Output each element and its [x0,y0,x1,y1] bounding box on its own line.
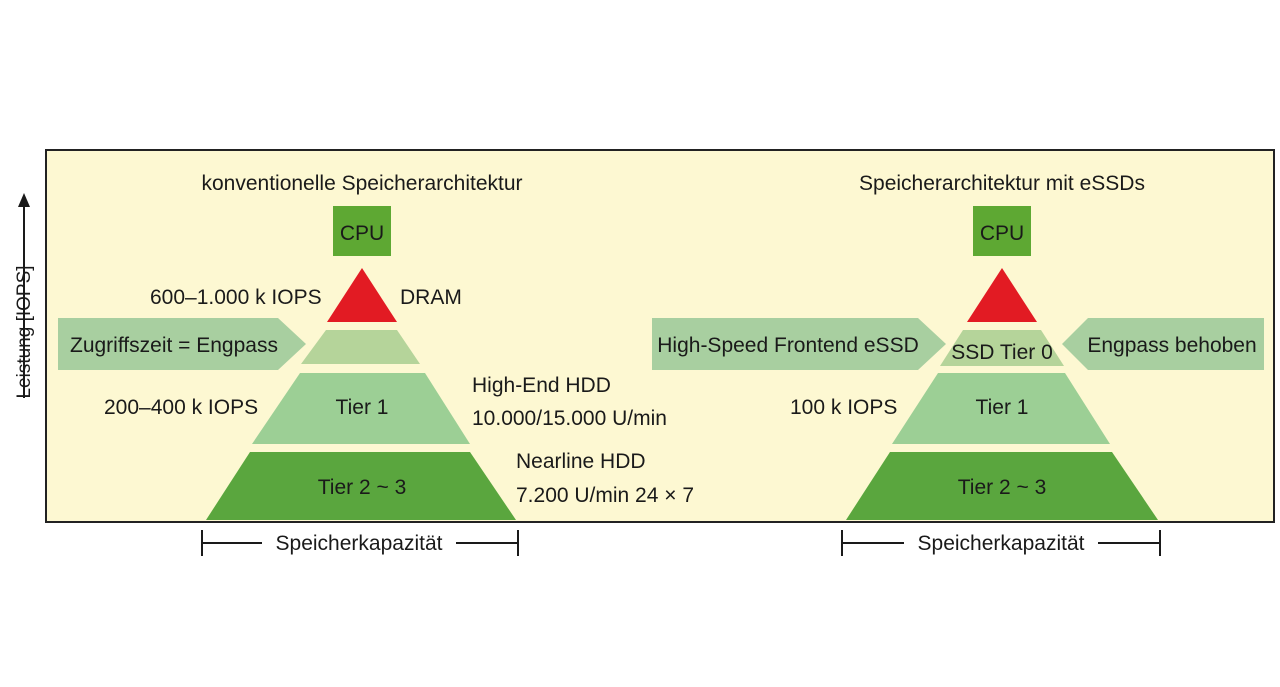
right-iops-mid: 100 k IOPS [790,396,897,419]
right-tier0-label: SSD Tier 0 [951,341,1053,364]
right-callout-right-label: Engpass behoben [1087,334,1256,357]
y-axis-arrow-icon [18,193,30,207]
right-tier23-band [846,452,1158,520]
right-cpu-label: CPU [980,222,1024,245]
left-title: konventionelle Speicherarchitektur [201,172,522,195]
right-tier0-band [940,330,1064,366]
right-title: Speicherarchitektur mit eSSDs [859,172,1145,195]
left-iops-mid: 200–400 k IOPS [104,396,258,419]
left-hdd-near-line2: 7.200 U/min 24 × 7 [516,484,694,507]
right-cpu-box [973,206,1031,256]
left-tier1-band [252,373,470,444]
left-hdd-high-line2: 10.000/15.000 U/min [472,407,667,430]
left-tier1-label: Tier 1 [336,396,389,419]
right-callout-left-label: High-Speed Frontend eSSD [657,334,919,357]
left-hdd-high-line1: High-End HDD [472,374,611,397]
right-tier1-band [892,373,1110,444]
right-capacity-label: Speicherkapazität [918,532,1085,555]
left-hdd-near-line1: Nearline HDD [516,450,646,473]
right-dram-triangle [967,268,1037,322]
left-iops-top: 600–1.000 k IOPS [150,286,322,309]
left-dram-label: DRAM [400,286,462,309]
left-cpu-label: CPU [340,222,384,245]
right-tier1-label: Tier 1 [976,396,1029,419]
left-tier23-band [206,452,516,520]
left-callout-label: Zugriffszeit = Engpass [70,334,278,357]
left-cpu-box [333,206,391,256]
y-axis: Leistung [IOPS] [14,193,35,399]
right-tier23-label: Tier 2 ~ 3 [958,476,1047,499]
y-axis-label: Leistung [IOPS] [14,265,35,398]
left-tier23-label: Tier 2 ~ 3 [318,476,407,499]
right-callout-right-arrow [1062,318,1264,370]
left-capacity-label: Speicherkapazität [276,532,443,555]
left-architecture: konventionelle Speicherarchitektur CPU 6… [58,172,694,556]
right-callout-left-arrow [652,318,946,370]
left-dram-triangle [327,268,397,322]
left-callout-arrow [58,318,306,370]
right-architecture: Speicherarchitektur mit eSSDs CPU SSD Ti… [652,172,1264,556]
left-tier0-band [301,330,420,364]
